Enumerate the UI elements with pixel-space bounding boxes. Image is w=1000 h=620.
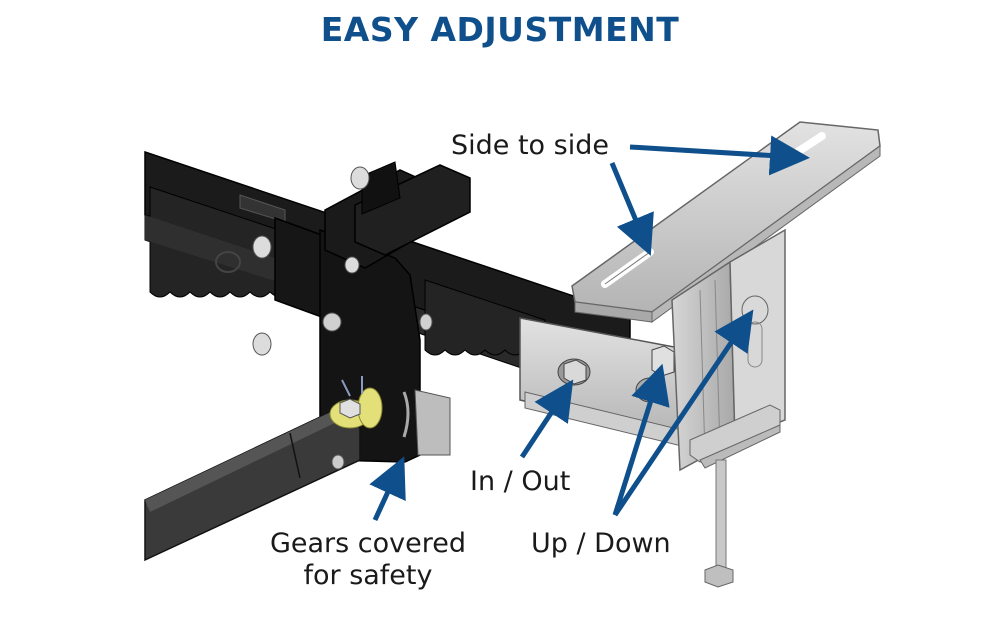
- sliding-steel-channel: [519, 317, 691, 449]
- callout-gears-line2: for safety: [303, 560, 433, 591]
- arrow-gears: [369, 456, 406, 522]
- callout-in-out: In / Out: [470, 466, 571, 497]
- arrow-up-down-left: [612, 363, 670, 516]
- callout-arrows: [369, 135, 810, 522]
- callout-side-to-side: Side to side: [451, 130, 609, 161]
- callout-up-down: Up / Down: [531, 528, 671, 559]
- diagram-title: EASY ADJUSTMENT: [320, 10, 680, 49]
- arrow-in-out: [519, 379, 574, 459]
- vertical-post: [671, 228, 786, 588]
- arrow-up-down-right: [612, 309, 754, 517]
- tow-arm: [144, 376, 383, 562]
- arrow-side-to-side-right: [629, 135, 810, 176]
- callout-gears-covered: Gears covered for safety: [263, 528, 473, 592]
- callout-gears-line1: Gears covered: [269, 528, 467, 559]
- arrow-side-to-side-left: [609, 162, 654, 256]
